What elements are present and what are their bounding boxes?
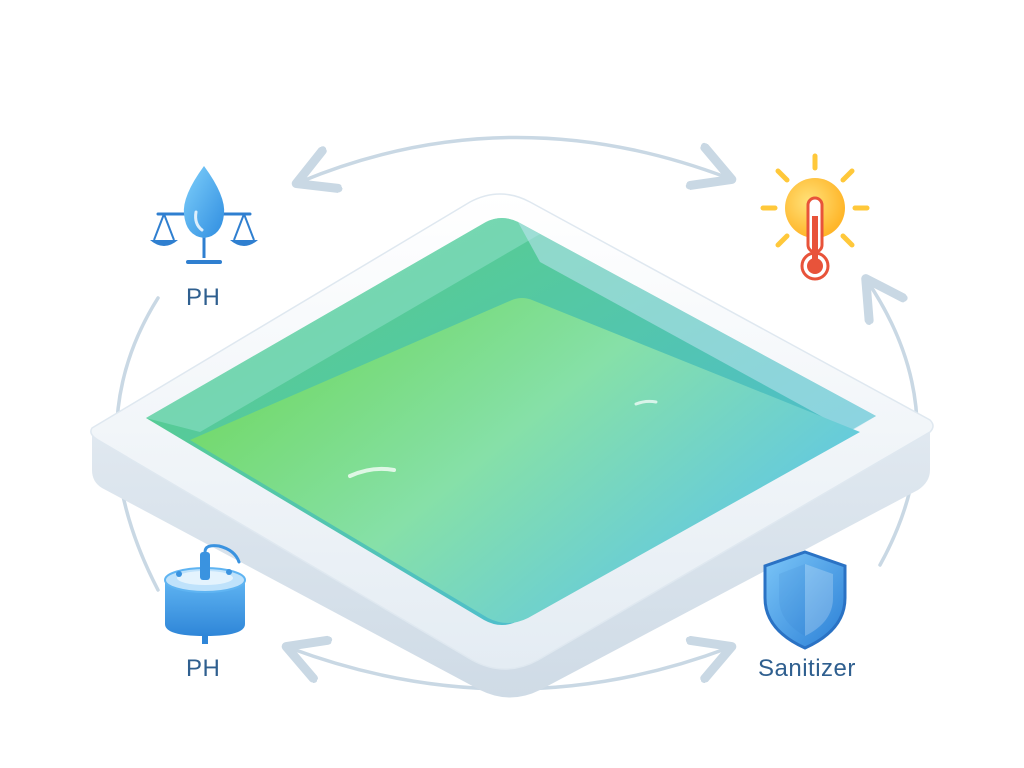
swimming-pool-icon (90, 193, 934, 698)
ph-bottom-label: PH (186, 655, 221, 682)
sun-thermometer-icon (760, 153, 870, 281)
water-drop-scale-icon (150, 166, 258, 264)
ph-top-label: PH (186, 284, 221, 311)
chemical-feeder-icon (164, 544, 246, 644)
shield-icon (763, 550, 847, 650)
sanitizer-label: Sanitizer (758, 655, 856, 682)
arrow-top (300, 135, 728, 182)
